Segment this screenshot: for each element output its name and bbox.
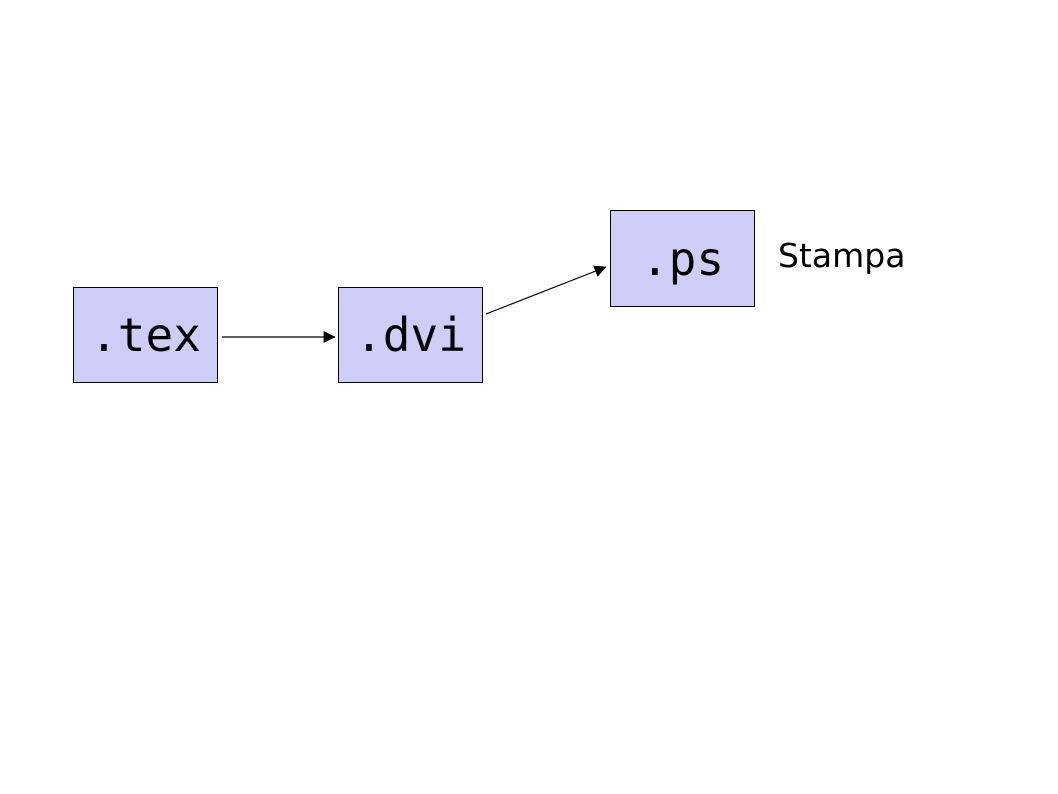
node-tex: .tex xyxy=(73,287,218,383)
stampa-annotation: Stampa xyxy=(778,236,906,275)
node-ps-label: .ps xyxy=(640,231,725,286)
node-tex-label: .tex xyxy=(90,308,201,362)
node-dvi: .dvi xyxy=(338,287,483,383)
node-ps: .ps xyxy=(610,210,755,307)
arrow-dvi-to-ps xyxy=(485,265,607,315)
node-dvi-label: .dvi xyxy=(355,308,466,362)
